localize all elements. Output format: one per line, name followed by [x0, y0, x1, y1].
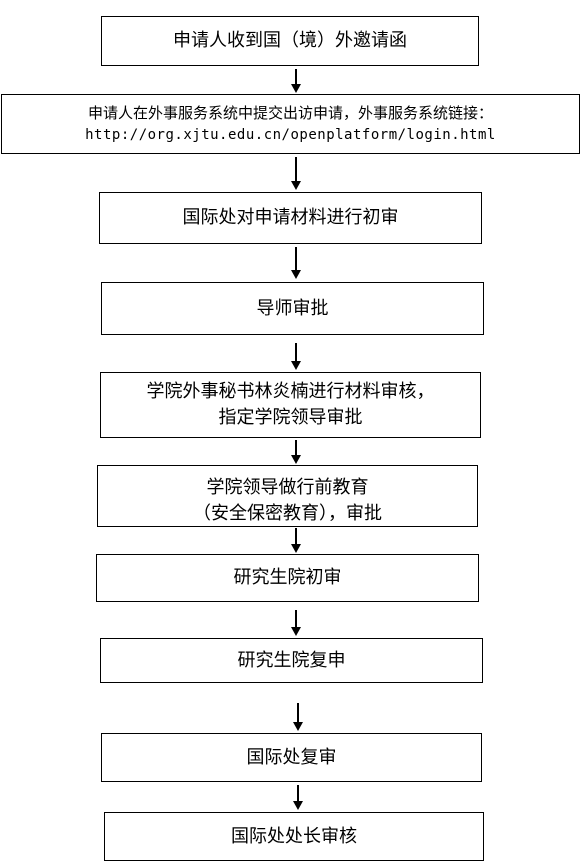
arrow-down-icon [293, 785, 303, 810]
arrow-down-icon [291, 157, 301, 190]
step-10-box: 国际处处长审核 [104, 812, 484, 861]
step-9-box: 国际处复审 [101, 733, 482, 782]
step-2-box: 申请人在外事服务系统中提交出访申请，外事服务系统链接： http://org.x… [1, 94, 580, 154]
system-link-url: http://org.xjtu.edu.cn/openplatform/logi… [85, 127, 496, 143]
step-5-text-line-1: 学院外事秘书林炎楠进行材料审核， [146, 381, 435, 402]
step-5-text-line-2: 指定学院领导审批 [218, 407, 363, 428]
step-1-box: 申请人收到国（境）外邀请函 [101, 16, 479, 66]
step-10-text: 国际处处长审核 [231, 825, 357, 847]
step-4-box: 导师审批 [101, 282, 484, 335]
step-7-box: 研究生院初审 [96, 554, 479, 602]
step-8-text: 研究生院复申 [237, 649, 346, 671]
arrow-down-icon [291, 440, 301, 464]
step-1-text: 申请人收到国（境）外邀请函 [173, 30, 407, 51]
step-6-box: 学院领导做行前教育 （安全保密教育），审批 [97, 465, 478, 527]
step-2-text: 申请人在外事服务系统中提交出访申请，外事服务系统链接： [87, 104, 493, 122]
step-3-text: 国际处对申请材料进行初审 [182, 207, 399, 228]
step-4-text: 导师审批 [256, 297, 329, 319]
step-9-text: 国际处复审 [246, 746, 337, 768]
arrow-down-icon [291, 69, 301, 93]
arrow-down-icon [291, 528, 301, 553]
step-6-text-line-1: 学院领导做行前教育 [206, 477, 369, 498]
arrow-down-icon [291, 343, 301, 370]
step-6-text-group: 学院领导做行前教育 （安全保密教育），审批 [193, 475, 382, 526]
step-3-box: 国际处对申请材料进行初审 [99, 192, 482, 244]
arrow-down-icon [291, 610, 301, 636]
arrow-down-icon [293, 703, 303, 731]
step-8-box: 研究生院复申 [100, 638, 483, 683]
arrow-down-icon [291, 247, 301, 279]
step-6-text-line-2: （安全保密教育），审批 [193, 503, 382, 524]
step-5-box: 学院外事秘书林炎楠进行材料审核， 指定学院领导审批 [100, 372, 481, 438]
step-7-text: 研究生院初审 [233, 567, 342, 588]
